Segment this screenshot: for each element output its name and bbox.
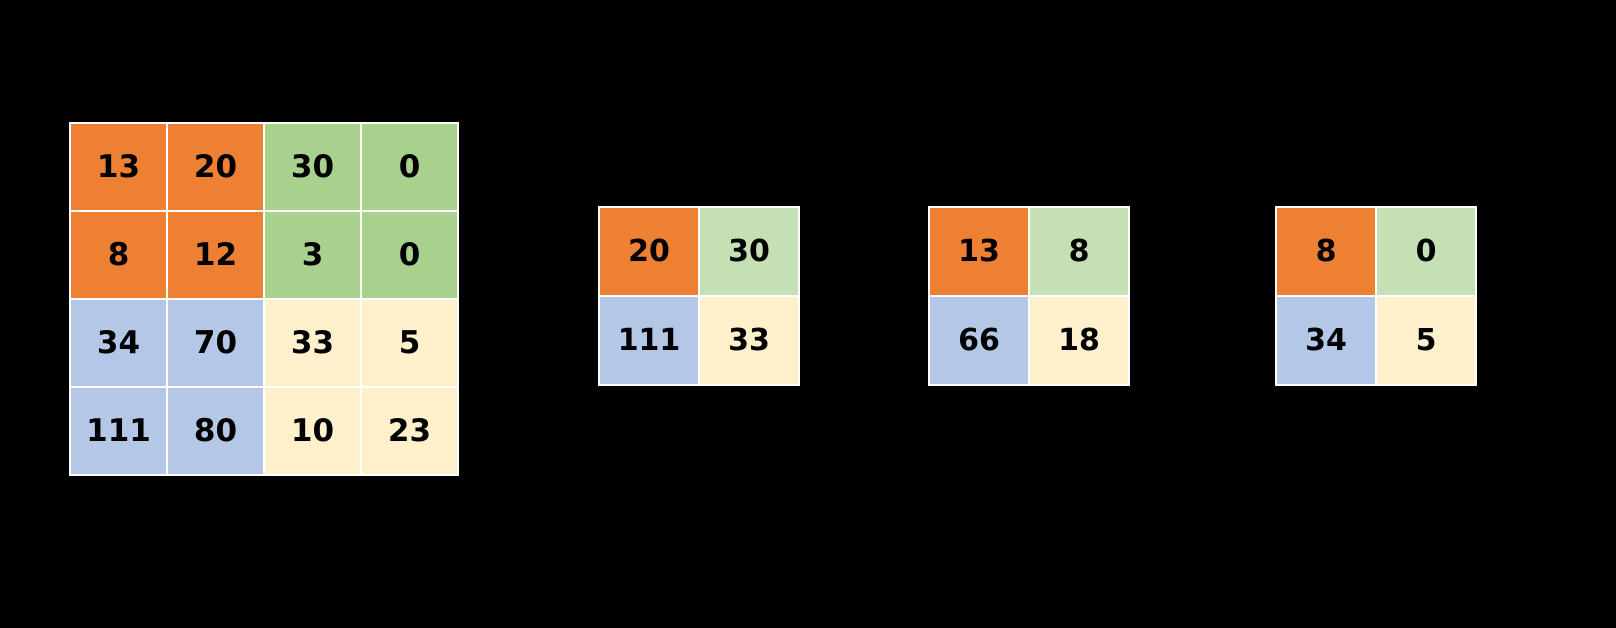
matrix-cell: 13: [71, 124, 166, 210]
matrix-cell: 34: [1277, 297, 1375, 384]
matrix-cell: 80: [168, 388, 263, 474]
pooled-matrix-d: 8 0 34 5: [1275, 206, 1477, 386]
matrix-cell: 34: [71, 300, 166, 386]
matrix-cell: 33: [265, 300, 360, 386]
matrix-cell: 30: [265, 124, 360, 210]
matrix-cell: 8: [71, 212, 166, 298]
main-matrix: 13 20 30 0 8 12 3 0 34 70 33 5 111 80 10…: [69, 122, 459, 476]
matrix-cell: 5: [1377, 297, 1475, 384]
matrix-cell: 8: [1030, 208, 1128, 295]
matrix-cell: 30: [700, 208, 798, 295]
matrix-cell: 13: [930, 208, 1028, 295]
matrix-cell: 20: [600, 208, 698, 295]
matrix-cell: 66: [930, 297, 1028, 384]
matrix-cell: 0: [1377, 208, 1475, 295]
matrix-cell: 8: [1277, 208, 1375, 295]
matrix-cell: 3: [265, 212, 360, 298]
matrix-cell: 0: [362, 212, 457, 298]
matrix-cell: 70: [168, 300, 263, 386]
matrix-cell: 10: [265, 388, 360, 474]
matrix-cell: 33: [700, 297, 798, 384]
matrix-cell: 23: [362, 388, 457, 474]
matrix-cell: 5: [362, 300, 457, 386]
matrix-cell: 12: [168, 212, 263, 298]
matrix-cell: 20: [168, 124, 263, 210]
matrix-cell: 111: [71, 388, 166, 474]
matrix-cell: 18: [1030, 297, 1128, 384]
matrix-cell: 111: [600, 297, 698, 384]
pooled-matrix-b: 20 30 111 33: [598, 206, 800, 386]
pooled-matrix-c: 13 8 66 18: [928, 206, 1130, 386]
matrix-cell: 0: [362, 124, 457, 210]
